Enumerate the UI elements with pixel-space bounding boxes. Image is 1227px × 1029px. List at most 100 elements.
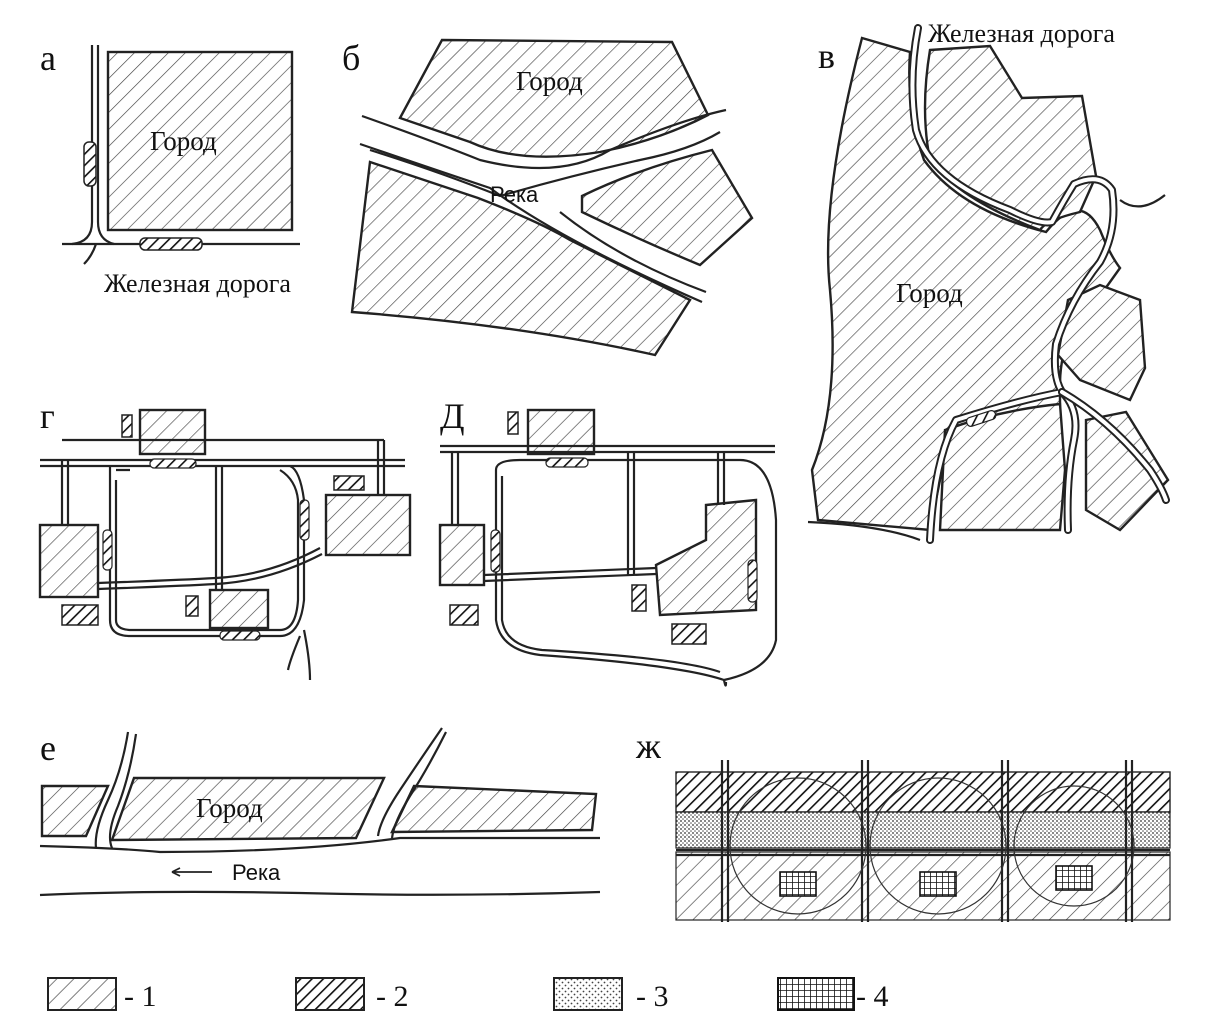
panel-v-railway-south-branch-inner xyxy=(1060,390,1078,532)
panel-zh-center-2 xyxy=(919,871,957,897)
panel-b-letter: б xyxy=(342,38,360,78)
panel-d-industry-3 xyxy=(631,584,647,612)
panel-d-ring-left xyxy=(494,470,725,682)
panel-b-city-zone-bottom xyxy=(350,160,692,357)
panel-v: в Железная дорога Город xyxy=(807,19,1170,544)
legend-swatch-3 xyxy=(553,977,623,1011)
panel-d-rail-mid xyxy=(626,452,636,575)
panel-d-station-left xyxy=(490,529,501,573)
panel-a-railway-label: Железная дорога xyxy=(104,269,291,298)
panel-g-cross-rail-2 xyxy=(97,553,323,591)
panel-d-main-rail xyxy=(440,444,775,454)
panel-d-industry-1 xyxy=(507,411,519,435)
panel-g-zone-left xyxy=(38,523,100,599)
panel-v-city-east-1 xyxy=(1056,283,1147,402)
panel-g: г xyxy=(38,396,412,681)
legend-label-2: - 2 xyxy=(376,980,409,1013)
panel-b-river-label: Река xyxy=(490,182,539,207)
panel-d-station-right xyxy=(747,559,758,603)
panel-g-main-rail xyxy=(40,458,405,468)
panel-g-zone-bottom xyxy=(208,588,270,630)
panel-a-railway-branch xyxy=(83,243,98,265)
panel-b-river-bank-1 xyxy=(361,108,727,170)
panel-v-city-east-2 xyxy=(1084,410,1170,532)
panel-d: Д xyxy=(438,396,778,687)
panel-g-letter: г xyxy=(40,396,55,436)
panel-e-city-label: Город xyxy=(196,793,263,823)
panel-d-industry-4 xyxy=(671,623,707,645)
panel-v-letter: в xyxy=(818,36,835,76)
panel-g-station-bottom xyxy=(219,630,261,641)
panel-zh-longitudinal-roads xyxy=(720,760,1134,922)
panel-d-letter: Д xyxy=(440,396,465,436)
panel-zh-service-radius-2 xyxy=(869,777,1007,915)
panel-e: е Город Река xyxy=(39,727,601,897)
legend-label-4: - 4 xyxy=(856,980,889,1013)
panel-g-industry-1 xyxy=(121,414,133,438)
panel-e-stream-left-a xyxy=(94,731,130,849)
panel-v-city-north xyxy=(923,44,1098,232)
panel-d-ring-outer xyxy=(494,458,778,682)
panel-a-city-zone xyxy=(106,50,294,232)
panel-g-rail-mid xyxy=(214,466,224,590)
panel-g-exit xyxy=(286,629,312,681)
legend-item-4: - 4 xyxy=(777,977,889,1013)
panel-g-station-left xyxy=(102,529,113,571)
panel-v-railway-inner xyxy=(910,26,1116,542)
panel-zh-buffer-band xyxy=(675,811,1171,849)
legend-item-1: - 1 xyxy=(47,977,157,1013)
legend-item-2: - 2 xyxy=(295,977,409,1013)
panel-e-city-left xyxy=(40,784,110,838)
panel-a-letter: а xyxy=(40,38,56,78)
legend-label-3: - 3 xyxy=(636,980,669,1013)
panel-g-industry-3 xyxy=(61,604,99,626)
panel-b-city-zone-right xyxy=(580,148,754,267)
legend-item-3: - 3 xyxy=(553,977,669,1013)
panel-d-zone-top xyxy=(526,408,596,456)
panel-v-railway-label: Железная дорога xyxy=(928,19,1115,48)
panel-v-railway-spur xyxy=(1119,194,1166,208)
panel-e-flow-arrow xyxy=(171,867,212,877)
panel-b-river-bank-3 xyxy=(369,131,721,198)
panel-v-city-label: Город xyxy=(896,278,963,308)
panel-e-river-bank-bottom xyxy=(39,890,601,897)
panel-e-river-bank-top xyxy=(39,836,600,854)
panel-e-city-center xyxy=(110,776,386,842)
panel-b-river-bank-4 xyxy=(559,211,707,294)
panel-d-industry-2 xyxy=(449,604,479,626)
panel-e-stream-right-b xyxy=(390,731,447,839)
panel-zh: ж xyxy=(635,726,1171,922)
legend-label-1: - 1 xyxy=(124,980,157,1013)
panel-d-cross-rail xyxy=(483,566,657,583)
panel-zh-service-radius-1 xyxy=(729,777,867,915)
panel-g-ring-inner xyxy=(114,468,300,632)
panel-g-cross-rail xyxy=(97,547,321,585)
panel-b: б Город Река xyxy=(342,38,754,357)
panel-d-zone-left xyxy=(438,523,486,587)
panel-d-zone-right xyxy=(654,498,758,617)
panel-v-station xyxy=(965,410,997,427)
panel-b-city-zone-top xyxy=(398,38,710,158)
panel-zh-letter: ж xyxy=(635,726,662,766)
panel-a-station-horizontal xyxy=(139,237,203,251)
panel-g-rail-right xyxy=(376,440,386,495)
panel-e-city-right xyxy=(390,784,598,834)
panel-b-city-label: Город xyxy=(516,66,583,96)
panel-a-station-vertical xyxy=(83,141,97,187)
panel-g-rail-left xyxy=(60,460,70,525)
panel-d-exit xyxy=(722,679,728,687)
panel-zh-transverse-road xyxy=(676,848,1170,857)
panel-d-ring-left-inner xyxy=(500,476,721,674)
panel-d-station-top xyxy=(545,457,589,468)
panel-e-stream-right-a xyxy=(376,727,443,837)
panel-e-stream-left-b xyxy=(108,733,138,849)
panel-g-station-right xyxy=(299,499,310,541)
panel-g-ring-outer xyxy=(108,464,306,638)
panel-zh-industrial-band xyxy=(675,771,1171,813)
panel-v-boundary xyxy=(807,520,921,542)
panel-v-city-south xyxy=(938,402,1067,532)
panel-zh-center-1 xyxy=(779,871,817,897)
panel-v-railway-east-branch-inner xyxy=(1060,390,1168,502)
panel-a: а Город Железная дорога xyxy=(40,38,300,298)
